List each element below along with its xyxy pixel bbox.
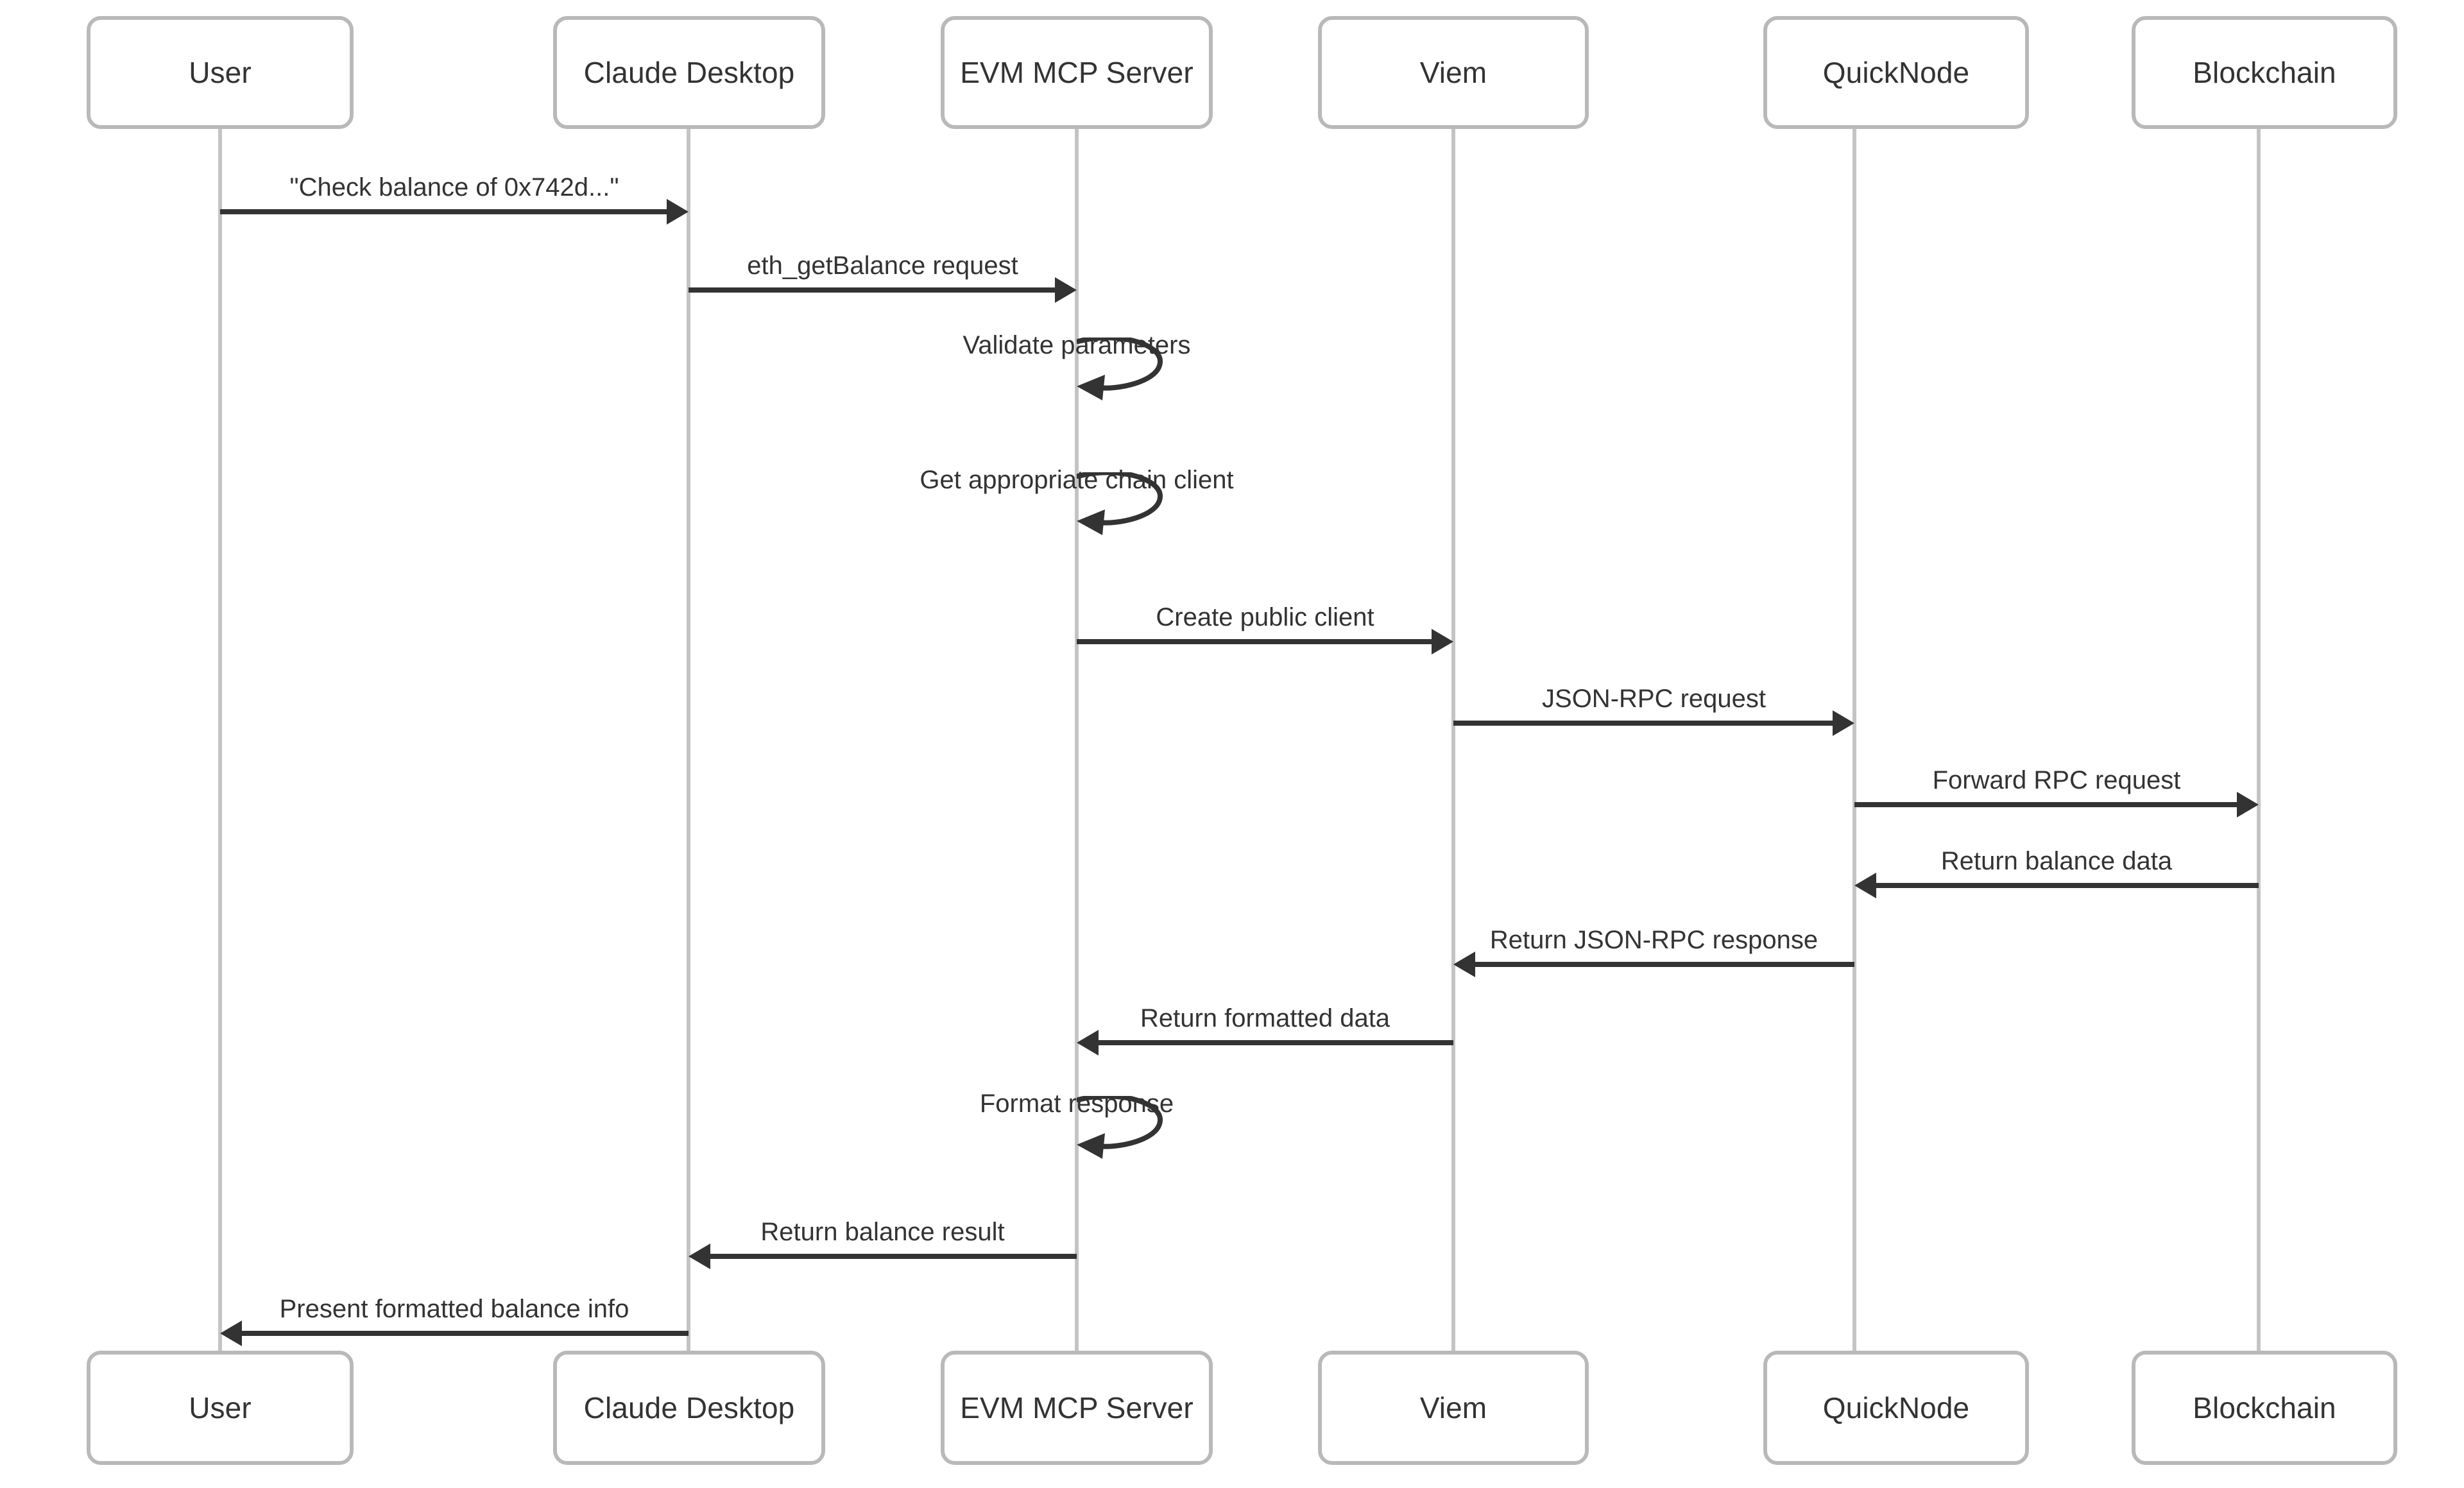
arrowhead-left-icon — [1854, 873, 1876, 898]
self-message-4 — [1077, 472, 1165, 539]
actor-label-quicknode: QuickNode — [1822, 55, 1970, 89]
arrowhead-right-icon — [1055, 277, 1077, 303]
actor-label-blockchain: Blockchain — [2193, 1390, 2336, 1424]
arrowhead-left-icon — [220, 1321, 242, 1346]
actor-box-quicknode-bottom[interactable]: QuickNode — [1763, 1351, 2029, 1465]
lifeline-claude — [687, 129, 690, 1351]
lifeline-blockchain — [2257, 129, 2261, 1351]
actor-label-mcp: EVM MCP Server — [960, 1390, 1194, 1424]
message-label-6: JSON-RPC request — [1542, 685, 1766, 713]
lifeline-viem — [1451, 129, 1455, 1351]
message-label-2: eth_getBalance request — [747, 252, 1018, 280]
message-line-12 — [708, 1254, 1077, 1259]
actor-label-blockchain: Blockchain — [2193, 55, 2336, 89]
arrowhead-left-icon — [1077, 1030, 1099, 1056]
actor-box-claude-bottom[interactable]: Claude Desktop — [553, 1351, 825, 1465]
lifeline-user — [218, 129, 222, 1351]
message-line-9 — [1473, 962, 1854, 967]
message-label-9: Return JSON-RPC response — [1489, 926, 1818, 954]
message-line-8 — [1874, 883, 2259, 888]
message-label-1: "Check balance of 0x742d..." — [289, 173, 619, 201]
message-line-13 — [239, 1331, 689, 1336]
arrowhead-left-icon — [1453, 952, 1475, 977]
message-line-2 — [689, 287, 1057, 293]
actor-label-claude: Claude Desktop — [583, 1390, 795, 1424]
message-line-10 — [1096, 1040, 1453, 1045]
arrowhead-right-icon — [1833, 710, 1854, 736]
message-line-1 — [220, 209, 669, 214]
actor-box-mcp-top[interactable]: EVM MCP Server — [941, 16, 1213, 129]
actor-label-user: User — [189, 55, 252, 89]
actor-label-mcp: EVM MCP Server — [960, 55, 1194, 89]
actor-box-viem-bottom[interactable]: Viem — [1318, 1351, 1589, 1465]
actor-box-blockchain-top[interactable]: Blockchain — [2132, 16, 2397, 129]
message-label-10: Return formatted data — [1140, 1004, 1390, 1032]
actor-box-blockchain-bottom[interactable]: Blockchain — [2132, 1351, 2397, 1465]
message-label-12: Return balance result — [760, 1218, 1005, 1246]
message-label-7: Forward RPC request — [1932, 766, 2181, 794]
message-label-13: Present formatted balance info — [279, 1295, 629, 1323]
lifeline-mcp — [1075, 129, 1079, 1351]
actor-label-viem: Viem — [1419, 1390, 1487, 1424]
arrowhead-right-icon — [2237, 792, 2259, 817]
actor-box-claude-top[interactable]: Claude Desktop — [553, 16, 825, 129]
actor-label-viem: Viem — [1419, 55, 1487, 89]
arrowhead-left-icon — [689, 1244, 710, 1269]
self-message-3 — [1077, 338, 1165, 404]
actor-label-claude: Claude Desktop — [583, 55, 795, 89]
message-line-6 — [1453, 721, 1835, 726]
actor-label-quicknode: QuickNode — [1822, 1390, 1970, 1424]
actor-box-viem-top[interactable]: Viem — [1318, 16, 1589, 129]
message-label-4: Get appropriate chain client — [920, 466, 1234, 494]
actor-box-user-top[interactable]: User — [87, 16, 354, 129]
actor-box-mcp-bottom[interactable]: EVM MCP Server — [941, 1351, 1213, 1465]
message-line-7 — [1854, 802, 2239, 807]
message-label-8: Return balance data — [1940, 847, 2173, 875]
self-message-11 — [1077, 1096, 1165, 1163]
arrowhead-right-icon — [1432, 629, 1453, 654]
message-line-5 — [1077, 639, 1434, 644]
message-label-11: Format response — [979, 1090, 1174, 1118]
message-label-3: Validate parameters — [963, 331, 1191, 359]
actor-box-quicknode-top[interactable]: QuickNode — [1763, 16, 2029, 129]
actor-box-user-bottom[interactable]: User — [87, 1351, 354, 1465]
arrowhead-right-icon — [667, 199, 689, 225]
message-label-5: Create public client — [1156, 603, 1374, 631]
lifeline-quicknode — [1852, 129, 1856, 1351]
actor-label-user: User — [189, 1390, 252, 1424]
